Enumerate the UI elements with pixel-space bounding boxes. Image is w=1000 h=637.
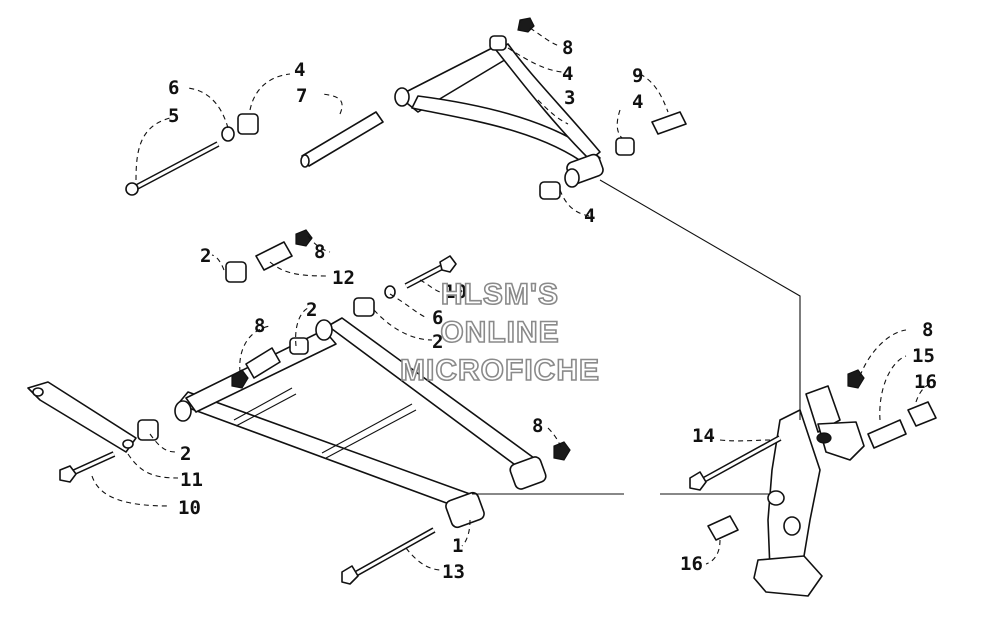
callout-5: 5 xyxy=(168,105,179,127)
callout-4: 4 xyxy=(584,205,595,227)
bushing xyxy=(539,181,561,200)
callout-6: 6 xyxy=(168,77,179,99)
callout-8: 8 xyxy=(922,319,933,341)
callout-2: 2 xyxy=(432,331,443,353)
callout-labels: 8 4 9 4 3 4 7 6 5 4 2 8 12 10 6 2 8 2 8 … xyxy=(168,37,937,583)
nut xyxy=(517,17,535,33)
callout-4: 4 xyxy=(562,63,573,85)
watermark: HLSM'S ONLINE MICROFICHE xyxy=(399,277,600,388)
callout-2: 2 xyxy=(200,245,211,267)
callout-3: 3 xyxy=(564,87,575,109)
callout-10: 10 xyxy=(444,281,467,303)
callout-8: 8 xyxy=(532,415,543,437)
link-bolt xyxy=(59,451,116,483)
bushing xyxy=(615,137,635,156)
callout-2: 2 xyxy=(306,299,317,321)
pin xyxy=(867,419,907,449)
link-bar xyxy=(27,381,137,453)
callout-10: 10 xyxy=(178,497,201,519)
callout-16: 16 xyxy=(680,553,703,575)
callout-14: 14 xyxy=(692,425,715,447)
bushing xyxy=(489,35,507,51)
callout-15: 15 xyxy=(912,345,935,367)
upper-bolt xyxy=(125,141,220,196)
callout-16: 16 xyxy=(914,371,937,393)
callout-12: 12 xyxy=(332,267,355,289)
callout-4: 4 xyxy=(294,59,305,81)
watermark-line-2: ONLINE xyxy=(440,316,559,349)
pin xyxy=(255,241,293,271)
callout-11: 11 xyxy=(180,469,203,491)
watermark-line-1: HLSM'S xyxy=(441,278,559,311)
upper-a-arm xyxy=(394,43,604,188)
watermark-line-3: MICROFICHE xyxy=(400,354,600,387)
callout-1: 1 xyxy=(452,535,463,557)
steering-knuckle xyxy=(753,385,865,597)
callout-13: 13 xyxy=(442,561,465,583)
callout-8: 8 xyxy=(562,37,573,59)
callout-8: 8 xyxy=(254,315,265,337)
nut xyxy=(295,229,313,247)
pin xyxy=(245,347,281,379)
flange-bolt xyxy=(907,401,937,427)
sleeve xyxy=(301,111,384,167)
bushing xyxy=(353,297,375,317)
callout-9: 9 xyxy=(632,65,643,87)
washer xyxy=(221,126,235,142)
bushing xyxy=(225,261,247,283)
pin xyxy=(651,111,687,135)
mid-bolt xyxy=(404,255,457,289)
callout-4: 4 xyxy=(632,91,643,113)
callout-6: 6 xyxy=(432,307,443,329)
callout-8: 8 xyxy=(314,241,325,263)
knuckle-bolt xyxy=(689,435,782,491)
bushing xyxy=(237,113,259,135)
lower-bolt xyxy=(341,527,436,585)
bushing xyxy=(289,337,309,355)
nut xyxy=(553,441,571,461)
callout-7: 7 xyxy=(296,85,307,107)
assembly-line-upper xyxy=(599,179,801,420)
bushing xyxy=(137,419,159,441)
callout-2: 2 xyxy=(180,443,191,465)
flange-bolt xyxy=(707,515,739,541)
lower-a-arm xyxy=(174,317,547,529)
